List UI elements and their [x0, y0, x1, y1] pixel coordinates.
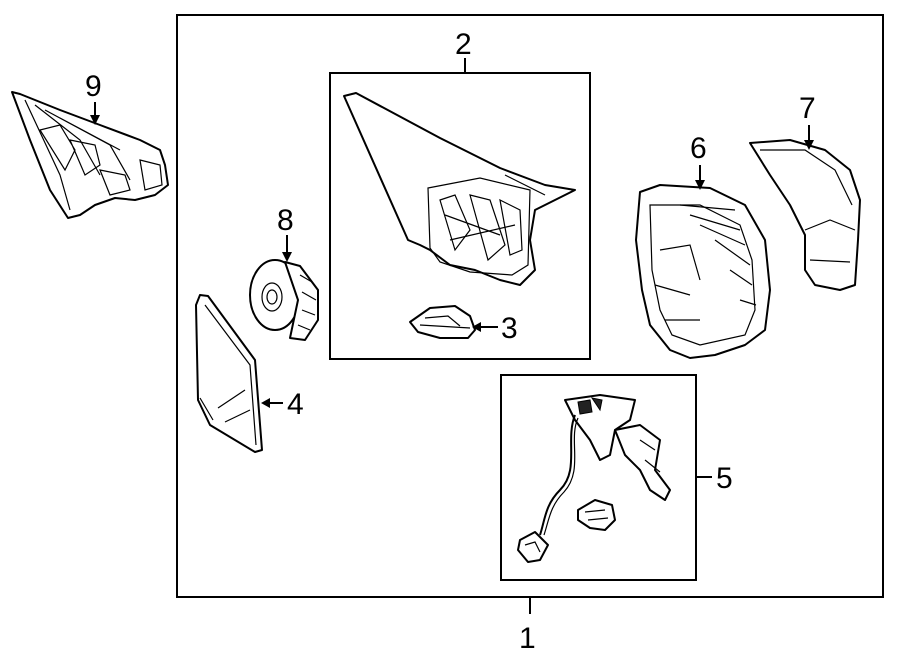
callout-8-arrowhead: [282, 252, 292, 262]
mirror-motor-icon: [249, 259, 319, 341]
callout-9-arrowhead: [90, 115, 100, 125]
callout-4[interactable]: 4: [287, 388, 304, 421]
callout-7-arrowhead: [804, 140, 814, 150]
callout-9[interactable]: 9: [85, 70, 102, 103]
callout-3-arrowhead: [472, 322, 481, 332]
callout-6-arrowhead: [695, 180, 705, 190]
callout-6[interactable]: 6: [690, 132, 707, 165]
callout-8[interactable]: 8: [277, 204, 294, 237]
callout-2[interactable]: 2: [455, 28, 472, 61]
callout-5[interactable]: 5: [716, 462, 733, 495]
callout-7[interactable]: 7: [799, 92, 816, 125]
callout-3[interactable]: 3: [501, 312, 518, 345]
base-subassembly-box: [329, 72, 591, 360]
mirror-glass-icon: [195, 294, 263, 453]
mirror-housing-icon: [635, 184, 771, 359]
mirror-cover-cap-icon: [749, 139, 861, 291]
callout-4-arrowhead: [261, 398, 270, 408]
door-mirror-bracket-icon: [11, 91, 169, 219]
wiring-harness-icon: [517, 394, 671, 563]
base-cover-icon: [409, 305, 476, 339]
mirror-base-housing-icon: [343, 92, 576, 286]
callout-1[interactable]: 1: [519, 622, 536, 655]
